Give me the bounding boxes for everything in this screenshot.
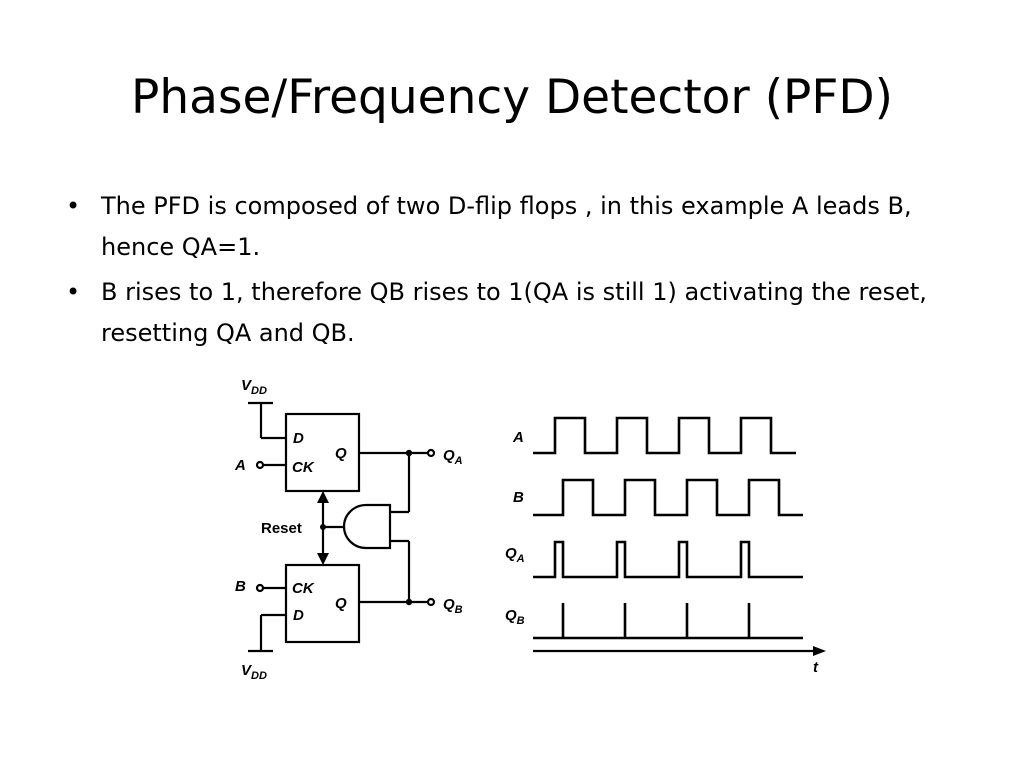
qb-terminal (426, 597, 436, 607)
flip-flop-a (284, 412, 361, 493)
timing-qa-label: QA (505, 545, 525, 565)
timing-b-label: B (513, 489, 524, 506)
pfd-circuit: VDD D CK Q A QA (234, 377, 463, 682)
ffa-q-pin: Q (335, 445, 347, 462)
waveform-qa (533, 540, 803, 579)
input-a-terminal (255, 460, 265, 470)
ffa-d-pin: D (293, 430, 304, 447)
flip-flop-b (284, 563, 361, 644)
slide-title: Phase/Frequency Detector (PFD) (131, 70, 893, 125)
bullet-item: • The PFD is composed of two D-flip flop… (66, 186, 966, 268)
qb-junction (405, 598, 413, 606)
bullet-icon: • (66, 278, 81, 306)
bullet-item: • B rises to 1, therefore QB rises to 1(… (66, 272, 966, 354)
time-axis-label: t (813, 659, 819, 676)
waveform-qb-pulses (561, 603, 751, 638)
ffb-ck-pin: CK (292, 580, 315, 597)
input-b-label: B (235, 578, 246, 595)
reset-arrow-down-icon (317, 553, 329, 565)
input-b-terminal (255, 583, 265, 593)
vdd-bottom-label: VDD (241, 662, 267, 682)
vdd-top-label: VDD (241, 377, 267, 397)
bullet-list: • The PFD is composed of two D-flip flop… (66, 186, 966, 358)
bullet-text: B rises to 1, therefore QB rises to 1(QA… (101, 278, 927, 347)
waveform-a (533, 416, 796, 455)
reset-arrow-up-icon (317, 491, 329, 503)
timing-a-label: A (512, 429, 524, 446)
and-gate (342, 503, 392, 550)
ffb-d-pin: D (293, 607, 304, 624)
ffb-q-pin: Q (335, 595, 347, 612)
timing-diagram: A B QA QB t (505, 416, 826, 676)
waveform-b (533, 478, 803, 517)
qb-output-label: QB (443, 596, 463, 616)
reset-label: Reset (261, 520, 302, 537)
qa-output-label: QA (443, 447, 463, 467)
bullet-text: The PFD is composed of two D-flip flops … (101, 192, 912, 261)
timing-qb-label: QB (505, 607, 525, 627)
input-a-label: A (234, 457, 246, 474)
time-axis-arrow-icon (813, 646, 826, 656)
ffa-ck-pin: CK (292, 459, 315, 476)
qa-terminal (426, 448, 436, 458)
bullet-icon: • (66, 192, 81, 220)
